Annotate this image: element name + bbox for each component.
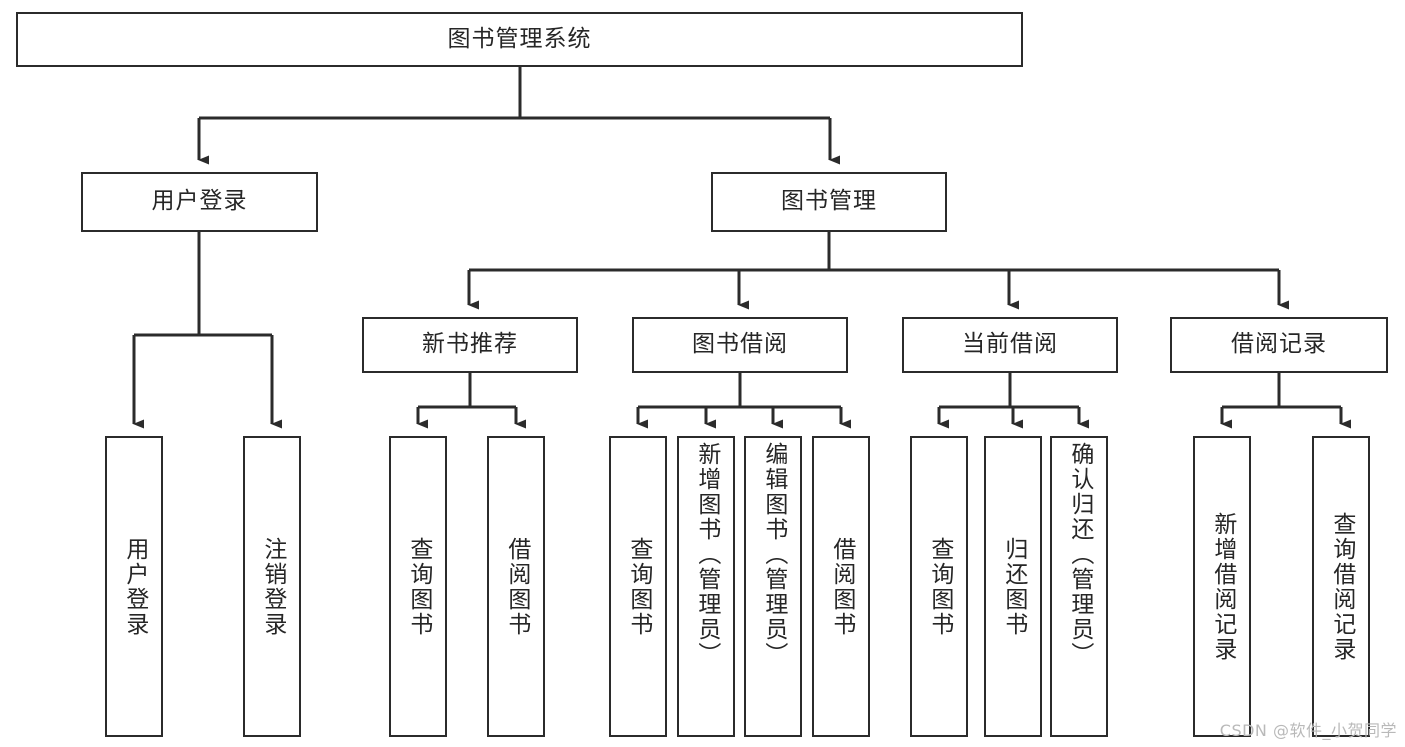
node-leaf-logout-login[interactable]: 注销登录 <box>243 436 301 737</box>
node-borrow-record[interactable]: 借阅记录 <box>1170 317 1388 373</box>
node-leaf-return-book[interactable]: 归还图书 <box>984 436 1042 737</box>
node-leaf-borrow-book-2[interactable]: 借阅图书 <box>812 436 870 737</box>
node-current-borrow[interactable]: 当前借阅 <box>902 317 1118 373</box>
node-leaf-query-book-1[interactable]: 查询图书 <box>389 436 447 737</box>
node-leaf-borrow-book-1[interactable]: 借阅图书 <box>487 436 545 737</box>
edge-paths <box>132 67 1351 429</box>
node-book-borrow[interactable]: 图书借阅 <box>632 317 848 373</box>
node-user-login[interactable]: 用户登录 <box>81 172 318 232</box>
node-leaf-add-borrow-record[interactable]: 新增借阅记录 <box>1193 436 1251 737</box>
node-leaf-query-book-2[interactable]: 查询图书 <box>609 436 667 737</box>
node-leaf-user-login[interactable]: 用户登录 <box>105 436 163 737</box>
node-leaf-add-book-admin[interactable]: 新增图书（管理员） <box>677 436 735 737</box>
node-leaf-edit-book-admin[interactable]: 编辑图书（管理员） <box>744 436 802 737</box>
node-book-management[interactable]: 图书管理 <box>711 172 947 232</box>
node-leaf-query-book-3[interactable]: 查询图书 <box>910 436 968 737</box>
node-leaf-query-borrow-record[interactable]: 查询借阅记录 <box>1312 436 1370 737</box>
node-new-book-recommend[interactable]: 新书推荐 <box>362 317 578 373</box>
node-leaf-confirm-return-admin[interactable]: 确认归还（管理员） <box>1050 436 1108 737</box>
node-book-management-system[interactable]: 图书管理系统 <box>16 12 1023 67</box>
